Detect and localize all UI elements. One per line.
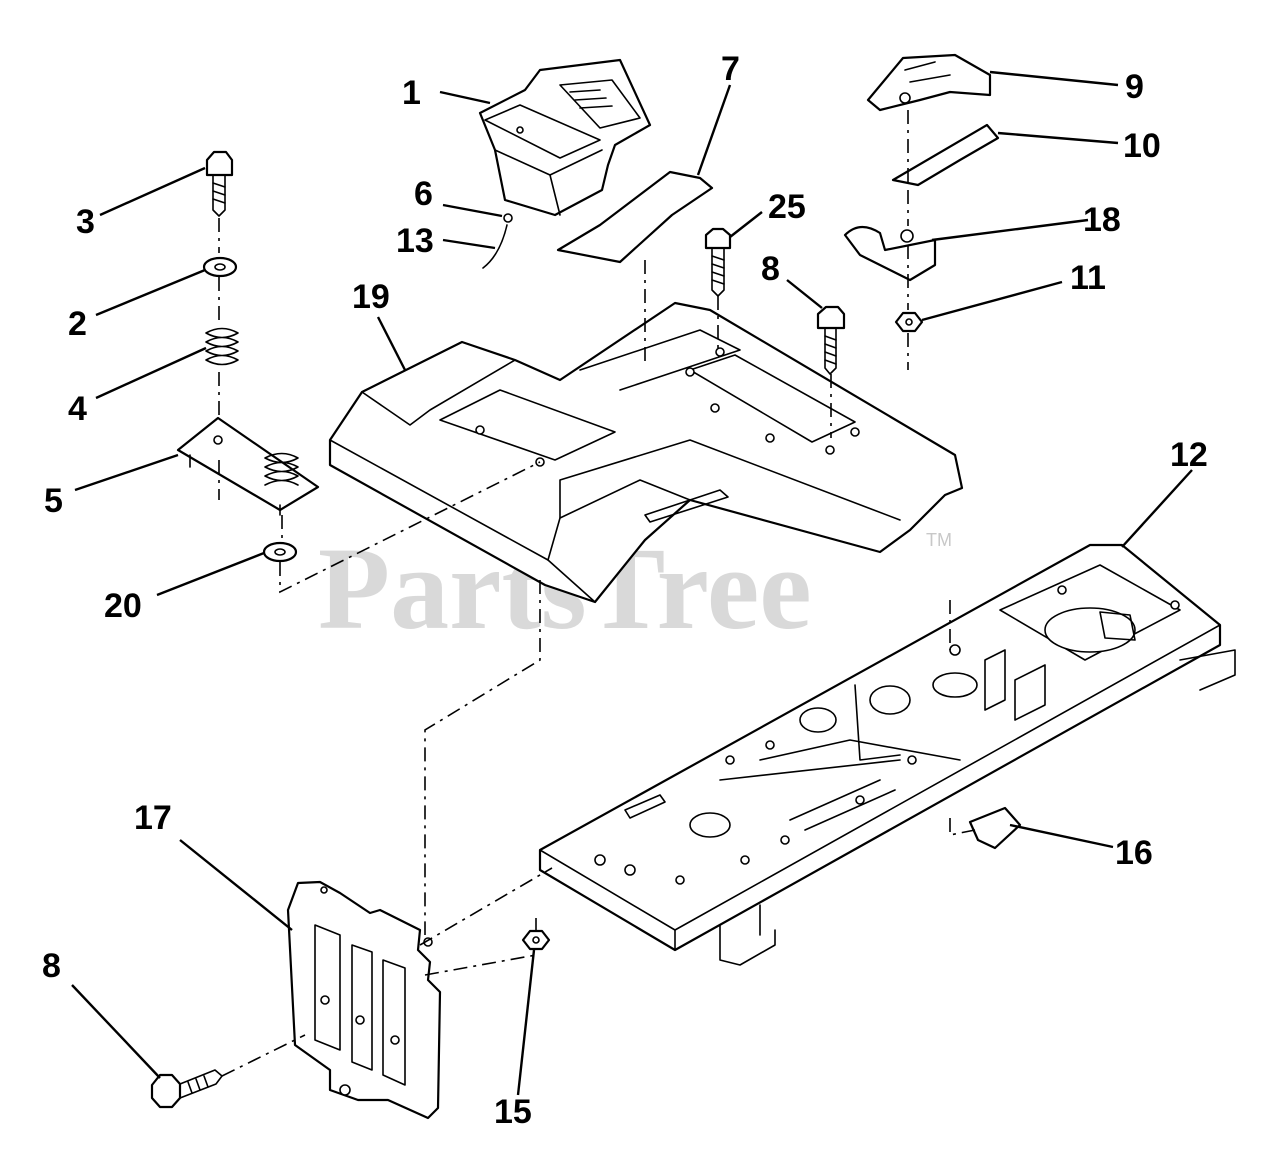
part-3-bolt[interactable] (205, 150, 234, 217)
callout-4: 4 (68, 390, 87, 428)
part-15-nut[interactable] (521, 929, 551, 951)
callout-25: 25 (768, 188, 806, 226)
callout-7: 7 (721, 50, 740, 88)
part-12-frame[interactable] (538, 543, 1236, 966)
part-4-spring[interactable] (205, 327, 239, 366)
part-7-decal[interactable] (556, 170, 714, 264)
part-25-bolt[interactable] (704, 227, 732, 297)
part-6-pin[interactable] (503, 213, 513, 223)
leader-lines (71, 70, 1193, 1096)
callout-labels: 1 7 9 10 3 6 25 13 18 8 2 11 19 4 5 12 2… (42, 50, 1208, 1131)
part-19-seat-pan[interactable] (328, 301, 964, 604)
callout-9: 9 (1125, 68, 1144, 106)
assembly-lines (218, 110, 976, 1077)
callout-6: 6 (414, 175, 433, 213)
callout-15: 15 (494, 1093, 532, 1131)
part-9-lever-cover[interactable] (866, 53, 992, 112)
callout-12: 12 (1170, 436, 1208, 474)
callout-3: 3 (76, 203, 95, 241)
part-2-washer[interactable] (202, 256, 238, 278)
part-20-washer[interactable] (262, 541, 298, 563)
part-1-cup-holder[interactable] (478, 58, 652, 217)
watermark-trademark: TM (926, 530, 952, 550)
part-11-nut[interactable] (894, 311, 924, 333)
callout-16: 16 (1115, 834, 1153, 872)
callout-8-lower: 8 (42, 947, 61, 985)
part-17-front-plate[interactable] (286, 880, 442, 1120)
callout-2: 2 (68, 305, 87, 343)
callout-1: 1 (402, 74, 421, 112)
part-16-bumper[interactable] (968, 806, 1022, 850)
callout-19: 19 (352, 278, 390, 316)
callout-20: 20 (104, 587, 142, 625)
part-18-bracket[interactable] (843, 225, 937, 282)
callout-18: 18 (1083, 201, 1121, 239)
part-13-wire-clip[interactable] (482, 224, 508, 269)
callout-17: 17 (134, 799, 172, 837)
callout-13: 13 (396, 222, 434, 260)
callout-11: 11 (1070, 259, 1106, 297)
callout-10: 10 (1123, 127, 1161, 165)
part-10-lever-plate[interactable] (891, 123, 1000, 187)
part-5-spring-bracket[interactable] (176, 416, 320, 516)
part-8-bolt-upper[interactable] (816, 305, 846, 375)
callout-5: 5 (44, 482, 63, 520)
part-8-bolt-lower[interactable] (150, 1069, 223, 1109)
callout-8-upper: 8 (761, 250, 780, 288)
